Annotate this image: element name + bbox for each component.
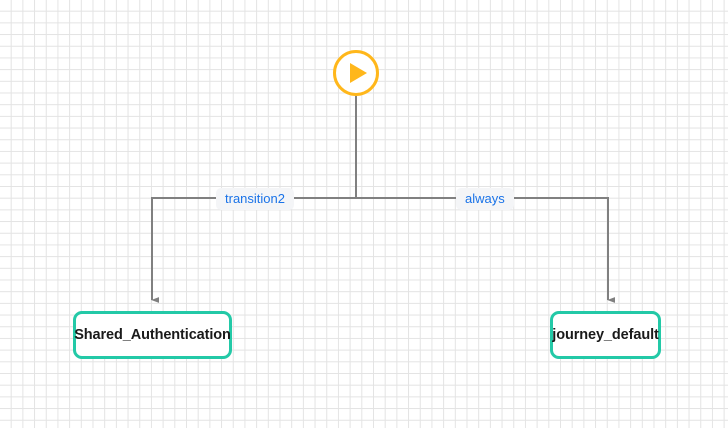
play-icon	[349, 63, 367, 83]
start-node[interactable]	[333, 50, 379, 96]
edge-always[interactable]	[356, 197, 616, 303]
state-node-shared-authentication[interactable]: Shared_Authentication	[73, 311, 232, 359]
edge-label-transition2[interactable]: transition2	[216, 188, 294, 210]
state-node-label: Shared_Authentication	[74, 327, 231, 343]
edge-label-always[interactable]: always	[456, 188, 514, 210]
state-node-journey-default[interactable]: journey_default	[550, 311, 661, 359]
edge-transition2[interactable]	[151, 197, 356, 303]
state-node-label: journey_default	[552, 327, 659, 343]
